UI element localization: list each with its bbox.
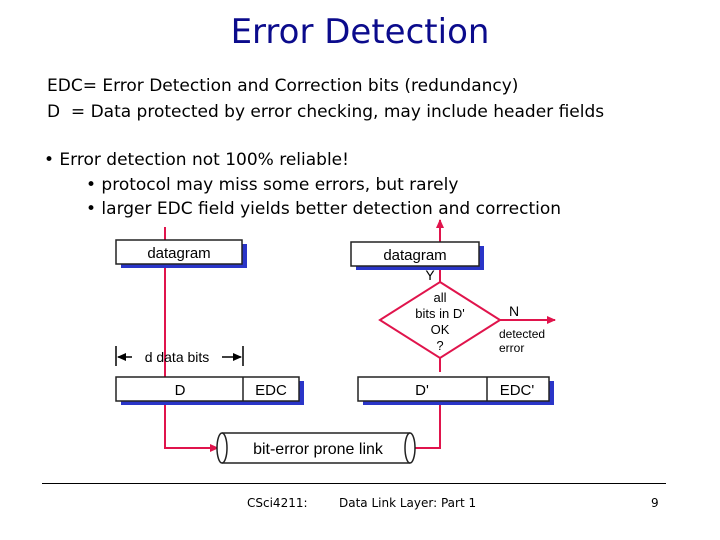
yes-label: Y	[425, 267, 435, 283]
error-check-decision: all bits in D' OK ? Y N detected error	[378, 267, 545, 360]
sender-flow-line	[164, 227, 219, 452]
definition-text: Data protected by error checking, may in…	[90, 102, 605, 122]
footer-course: CSci4211:	[247, 496, 308, 510]
slide-title: Error Detection	[230, 12, 490, 52]
detected-error-line-1: detected	[499, 327, 545, 341]
receiver-datagram-label: datagram	[383, 247, 446, 264]
no-label: N	[509, 303, 519, 319]
receiver-datagram-box: datagram	[350, 241, 484, 270]
sender-edc-field: EDC	[255, 382, 287, 399]
bit-error-link: bit-error prone link	[216, 432, 416, 464]
definition-term: EDC	[47, 76, 83, 96]
link-label: bit-error prone link	[253, 441, 384, 458]
definition-text: Error Detection and Correction bits (red…	[102, 76, 519, 96]
sender-d-field: D	[175, 382, 186, 399]
definition-d: D = Data protected by error checking, ma…	[47, 102, 604, 122]
receiver-flow-line	[414, 402, 441, 449]
d-data-bits-indicator: d data bits	[115, 346, 244, 366]
definition-separator: =	[82, 76, 103, 96]
definition-edc: EDC= Error Detection and Correction bits…	[47, 76, 518, 96]
decision-line-3: OK	[431, 322, 450, 337]
sender-datagram-box: datagram	[115, 239, 247, 268]
decision-line-4: ?	[436, 338, 443, 353]
receiver-edc-field: EDC'	[500, 382, 535, 399]
bullet-main: • Error detection not 100% reliable!	[44, 150, 349, 170]
receiver-frame-box: D' EDC'	[357, 376, 554, 405]
d-data-bits-label: d data bits	[145, 349, 210, 365]
receiver-d-field: D'	[415, 382, 429, 399]
sender-datagram-label: datagram	[147, 245, 210, 262]
sub-bullet-1: • protocol may miss some errors, but rar…	[86, 175, 459, 195]
definition-term: D	[47, 102, 61, 122]
sub-bullet-2: • larger EDC field yields better detecti…	[86, 199, 562, 219]
sender-frame-box: D EDC	[115, 376, 304, 405]
decision-line-2: bits in D'	[415, 306, 464, 321]
definition-separator: =	[60, 102, 91, 122]
footer-topic: Data Link Layer: Part 1	[339, 496, 477, 510]
page-number: 9	[651, 496, 659, 510]
footer-divider	[42, 483, 666, 484]
detected-error-line-2: error	[499, 341, 524, 355]
decision-line-1: all	[433, 290, 446, 305]
